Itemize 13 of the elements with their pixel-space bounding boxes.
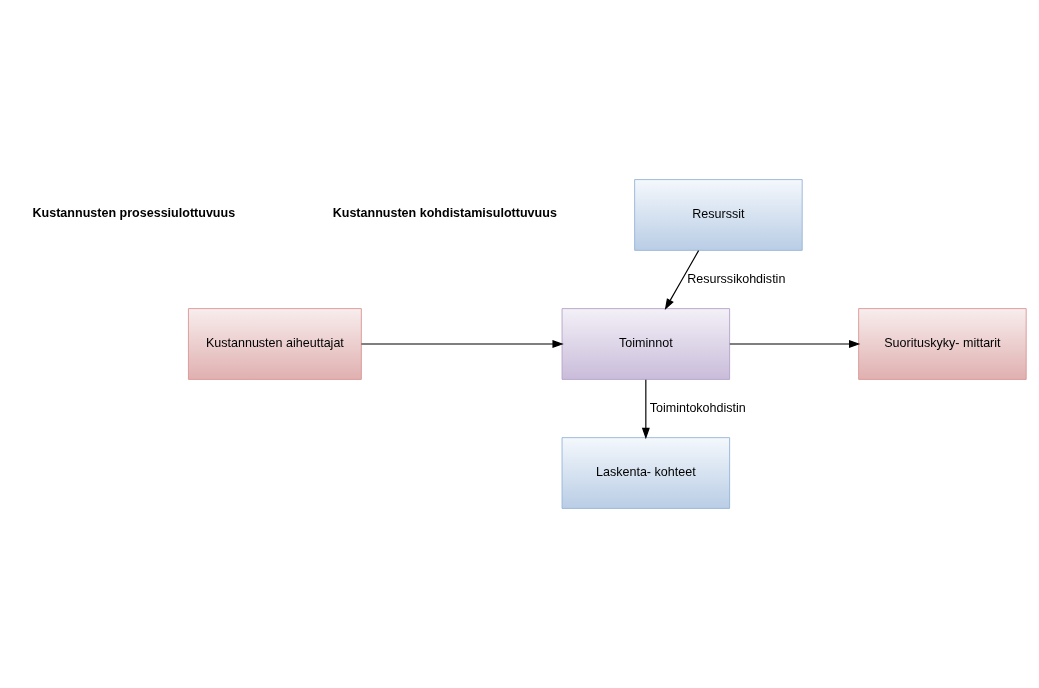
node-box: Resurssit [634, 179, 803, 251]
arrow [664, 250, 700, 310]
label: Kustannusten prosessiulottuvuus [32, 206, 236, 221]
edge-label: Toimintokohdistin [649, 400, 746, 415]
arrow [641, 379, 650, 440]
edge-label: Resurssikohdistin [687, 271, 786, 286]
arrow [729, 340, 861, 348]
node-box: Kustannusten aiheuttajat [188, 308, 362, 380]
node-box: Suorituskyky- mittarit [858, 308, 1027, 380]
node-box: Toiminnot [561, 308, 731, 380]
node-box: Laskenta- kohteet [561, 437, 731, 509]
label: Kustannusten kohdistamisulottuvuus [332, 206, 557, 221]
arrow [360, 340, 564, 348]
